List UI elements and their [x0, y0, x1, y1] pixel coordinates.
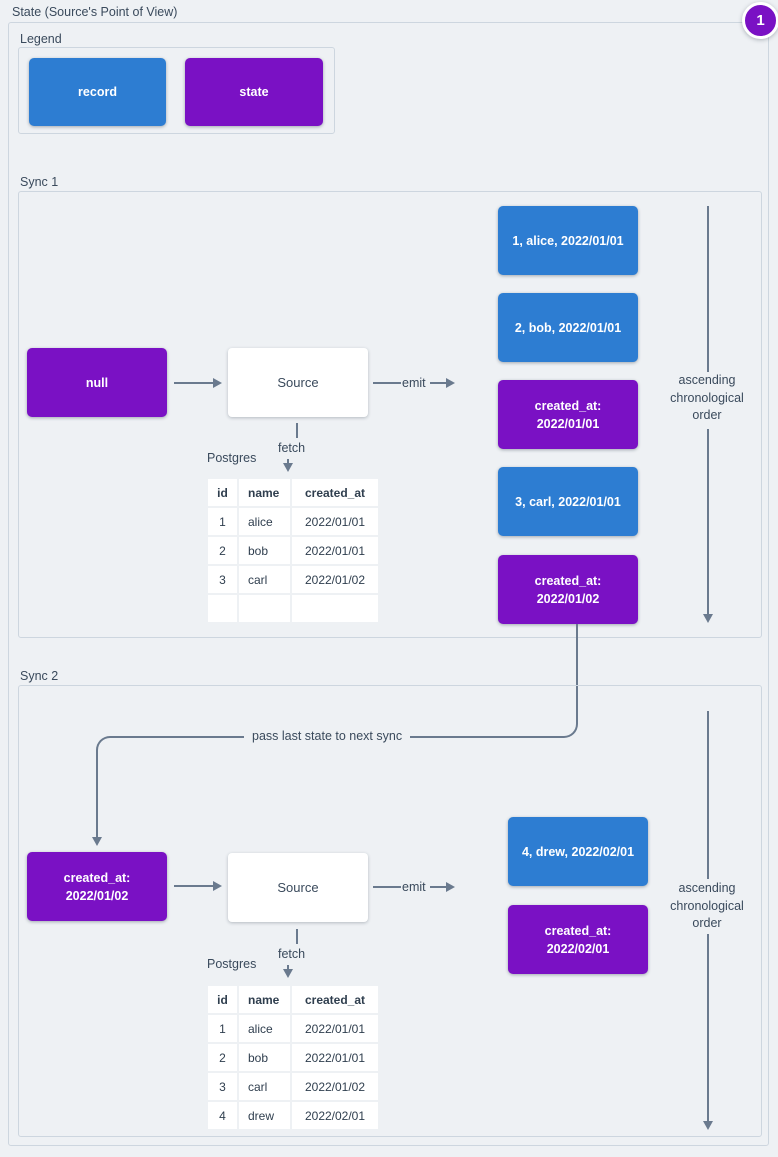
- table-cell: 2022/01/01: [292, 1044, 378, 1071]
- table-cell: bob: [239, 537, 290, 564]
- table-cell: 2022/01/01: [292, 1015, 378, 1042]
- sync1-order-arrow: [703, 429, 713, 623]
- sync1-source-label: Source: [277, 375, 319, 390]
- record-label: 1, alice, 2022/01/01: [512, 233, 624, 248]
- state-label: created_at: 2022/02/01: [544, 923, 612, 956]
- sync2-input-state-box: created_at: 2022/01/02: [27, 852, 167, 921]
- sync1-order-line: [707, 206, 709, 372]
- sync2-input-state-label: created_at: 2022/01/02: [63, 870, 131, 903]
- table-cell: drew: [239, 1102, 290, 1129]
- sync1-emit-label: emit: [402, 376, 426, 390]
- sync1-fetch-label: fetch: [278, 441, 306, 455]
- sync2-order-arrow: [703, 934, 713, 1130]
- sync2-source-label: Source: [277, 880, 319, 895]
- table-header-cell: id: [208, 986, 237, 1013]
- sync1-fetch-arrow: [283, 459, 293, 472]
- legend-record-box: record: [29, 58, 166, 126]
- sync1-label: Sync 1: [20, 175, 59, 189]
- legend-label: Legend: [20, 32, 62, 46]
- table-header-cell: created_at: [292, 479, 378, 506]
- table-cell: carl: [239, 1073, 290, 1100]
- sync1-fetch-line: [296, 423, 298, 438]
- table-cell: 2022/01/01: [292, 508, 378, 535]
- pass-state-connector-corner: [96, 736, 112, 750]
- legend-frame: [18, 47, 335, 134]
- legend-state-box: state: [185, 58, 323, 126]
- sync2-order-note: ascending chronological order: [670, 881, 744, 930]
- table-cell: carl: [239, 566, 290, 593]
- sync2-emit-arrow: [430, 882, 455, 892]
- table-cell: 2: [208, 537, 237, 564]
- sync1-emit-line: [373, 382, 401, 384]
- table-cell: 2022/01/02: [292, 566, 378, 593]
- table-cell: 3: [208, 566, 237, 593]
- record-box: 4, drew, 2022/02/01: [508, 817, 648, 886]
- table-cell: [292, 595, 378, 622]
- table-cell: 2022/01/02: [292, 1073, 378, 1100]
- sync2-order-line: [707, 711, 709, 879]
- table-cell: alice: [239, 508, 290, 535]
- table-cell: 1: [208, 508, 237, 535]
- sync2-fetch-line: [296, 929, 298, 944]
- sync2-postgres-label: Postgres: [207, 957, 257, 971]
- sync1-order-note: ascending chronological order: [670, 373, 744, 422]
- sync1-input-arrow: [174, 378, 222, 388]
- sync1-input-state-box: null: [27, 348, 167, 417]
- state-box: created_at: 2022/02/01: [508, 905, 648, 974]
- table-header-cell: id: [208, 479, 237, 506]
- table-cell: bob: [239, 1044, 290, 1071]
- sync1-frame: [18, 191, 762, 638]
- table-cell: [208, 595, 237, 622]
- pass-state-connector-arrow: [92, 750, 102, 846]
- record-label: 2, bob, 2022/01/01: [514, 320, 622, 335]
- legend-state-label: state: [239, 85, 269, 99]
- sync2-fetch-arrow: [283, 965, 293, 978]
- record-box: 3, carl, 2022/01/01: [498, 467, 638, 536]
- sync2-label: Sync 2: [20, 669, 59, 683]
- table-cell: 2: [208, 1044, 237, 1071]
- connector-label: pass last state to next sync: [244, 728, 411, 745]
- outer-frame: [8, 22, 769, 1146]
- state-label: created_at: 2022/01/02: [534, 573, 602, 606]
- sync2-frame: [18, 685, 762, 1137]
- sync1-postgres-table: id name created_at 1 alice 2022/01/01 2 …: [208, 479, 378, 622]
- table-cell: 2022/01/01: [292, 537, 378, 564]
- annotation-badge: 1: [742, 2, 778, 39]
- record-label: 3, carl, 2022/01/01: [515, 494, 621, 509]
- record-box: 2, bob, 2022/01/01: [498, 293, 638, 362]
- record-label: 4, drew, 2022/02/01: [521, 844, 635, 859]
- table-header-cell: name: [239, 986, 290, 1013]
- table-cell: 4: [208, 1102, 237, 1129]
- record-box: 1, alice, 2022/01/01: [498, 206, 638, 275]
- sync1-input-state-label: null: [85, 375, 109, 390]
- legend-record-label: record: [78, 85, 117, 99]
- sync1-emit-arrow: [430, 378, 455, 388]
- pass-state-connector-segment: [576, 624, 578, 724]
- sync2-emit-label: emit: [402, 880, 426, 894]
- table-header-cell: name: [239, 479, 290, 506]
- state-label: created_at: 2022/01/01: [534, 398, 602, 431]
- state-box: created_at: 2022/01/01: [498, 380, 638, 449]
- table-header-cell: created_at: [292, 986, 378, 1013]
- sync2-input-arrow: [174, 881, 222, 891]
- sync1-source-box: Source: [228, 348, 368, 417]
- table-cell: 3: [208, 1073, 237, 1100]
- table-cell: 1: [208, 1015, 237, 1042]
- state-box: created_at: 2022/01/02: [498, 555, 638, 624]
- table-cell: [239, 595, 290, 622]
- sync2-postgres-table: id name created_at 1 alice 2022/01/01 2 …: [208, 986, 378, 1129]
- table-cell: 2022/02/01: [292, 1102, 378, 1129]
- sync2-emit-line: [373, 886, 401, 888]
- sync1-postgres-label: Postgres: [207, 451, 257, 465]
- table-cell: alice: [239, 1015, 290, 1042]
- sync2-source-box: Source: [228, 853, 368, 922]
- page-title: State (Source's Point of View): [12, 5, 178, 19]
- sync2-fetch-label: fetch: [278, 947, 306, 961]
